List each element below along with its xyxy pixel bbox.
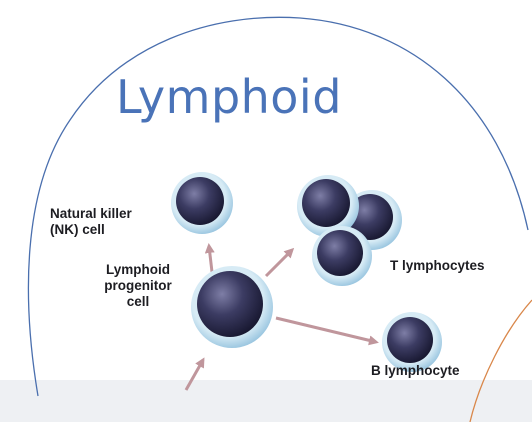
arrow-to-b-lymphocyte (275, 316, 379, 346)
nk-cell-label-line-1: Natural killer (50, 206, 132, 221)
b-lymphocyte-label: B lymphocyte (371, 363, 460, 378)
progenitor-label-line-1: Lymphoid (106, 262, 170, 277)
progenitor-cell-label: Lymphoid progenitor cell (88, 262, 188, 310)
arrow-to-nk-cell (204, 243, 215, 273)
t-lymphocytes-label: T lymphocytes (390, 258, 485, 273)
differentiation-arrows (184, 243, 379, 391)
progenitor-label-line-3: cell (126, 294, 150, 309)
lymphoid-region-outline (27, 16, 529, 397)
diagram-title: Lymphoid (116, 70, 342, 124)
bottom-band (0, 380, 532, 422)
nk-cell-label-line-2: (NK) cell (50, 222, 105, 237)
b-lymphocyte (382, 312, 442, 372)
t-lymphocytes-cluster (297, 175, 402, 286)
nk-cell-label: Natural killer (NK) cell (50, 206, 150, 238)
lymphoid-progenitor-cell (191, 266, 273, 348)
nk-cell (171, 172, 233, 234)
progenitor-label-line-2: progenitor (104, 278, 172, 293)
adjacent-region-outline (469, 299, 532, 422)
arrow-to-progenitor (184, 357, 205, 391)
arrow-to-t-lymphocytes (264, 247, 295, 278)
